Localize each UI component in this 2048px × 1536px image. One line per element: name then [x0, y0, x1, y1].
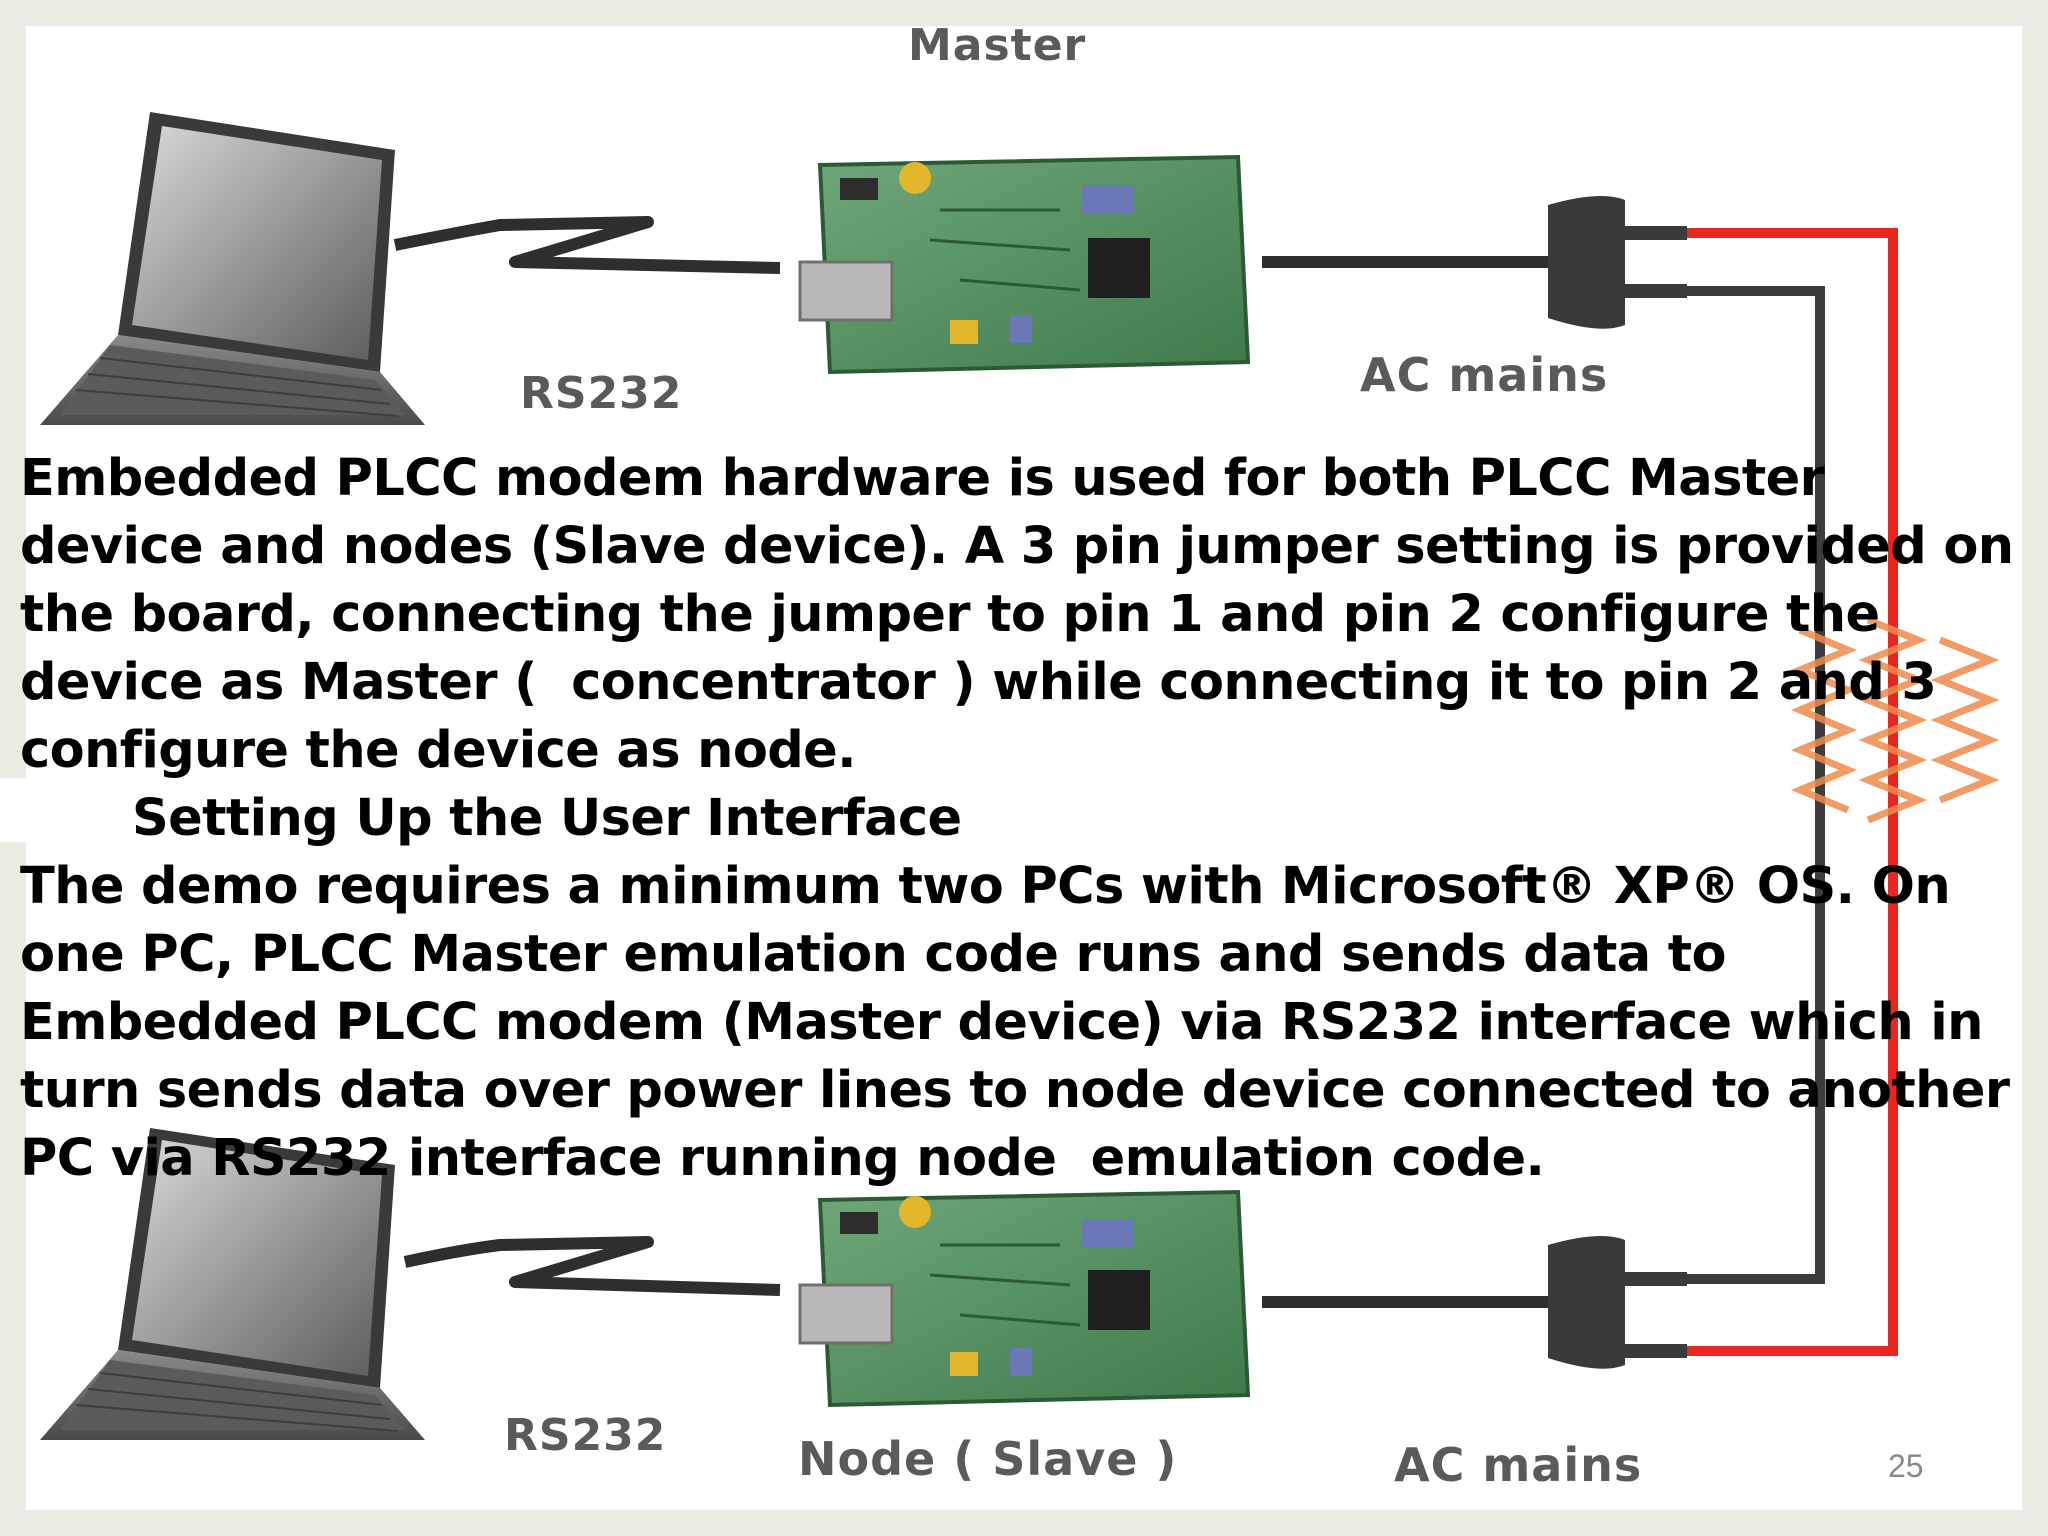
bottom-rs232-label: RS232	[504, 1410, 667, 1461]
master-rs232-cable	[393, 216, 781, 274]
master-title-label: Master	[908, 20, 1087, 71]
body-line: the board, connecting the jumper to pin …	[20, 585, 1880, 644]
slide-number: 25	[1888, 1448, 1924, 1484]
node-pcb-board-icon	[798, 1189, 1251, 1408]
master-pcb-board-icon	[798, 154, 1251, 375]
master-plug-icon	[1548, 196, 1687, 329]
node-rs232-cable	[403, 1236, 781, 1296]
left-edge-strip	[0, 778, 26, 842]
body-line: The demo requires a minimum two PCs with…	[20, 857, 1951, 916]
top-rs232-label: RS232	[520, 368, 683, 419]
signal-waveform-icon	[1790, 616, 2000, 824]
node-slave-label: Node ( Slave )	[798, 1432, 1178, 1486]
node-laptop-icon	[40, 1128, 425, 1440]
body-line: one PC, PLCC Master emulation code runs …	[20, 925, 1727, 984]
body-line: Embedded PLCC modem hardware is used for…	[20, 449, 1825, 508]
section-heading: Setting Up the User Interface	[132, 789, 962, 848]
node-plug-icon	[1548, 1236, 1687, 1369]
body-line: configure the device as node.	[20, 721, 857, 780]
top-ac-mains-label: AC mains	[1360, 348, 1609, 402]
bottom-ac-mains-label: AC mains	[1394, 1438, 1643, 1492]
body-line: PC via RS232 interface running node emul…	[20, 1129, 1545, 1188]
body-line: turn sends data over power lines to node…	[20, 1061, 2010, 1120]
body-line: Embedded PLCC modem (Master device) via …	[20, 993, 1983, 1052]
slide-body-text: Embedded PLCC modem hardware is used for…	[20, 445, 2030, 1193]
body-line: device and nodes (Slave device). A 3 pin…	[20, 517, 2014, 576]
master-laptop-icon	[40, 112, 425, 425]
body-line: device as Master ( concentrator ) while …	[20, 653, 1937, 712]
